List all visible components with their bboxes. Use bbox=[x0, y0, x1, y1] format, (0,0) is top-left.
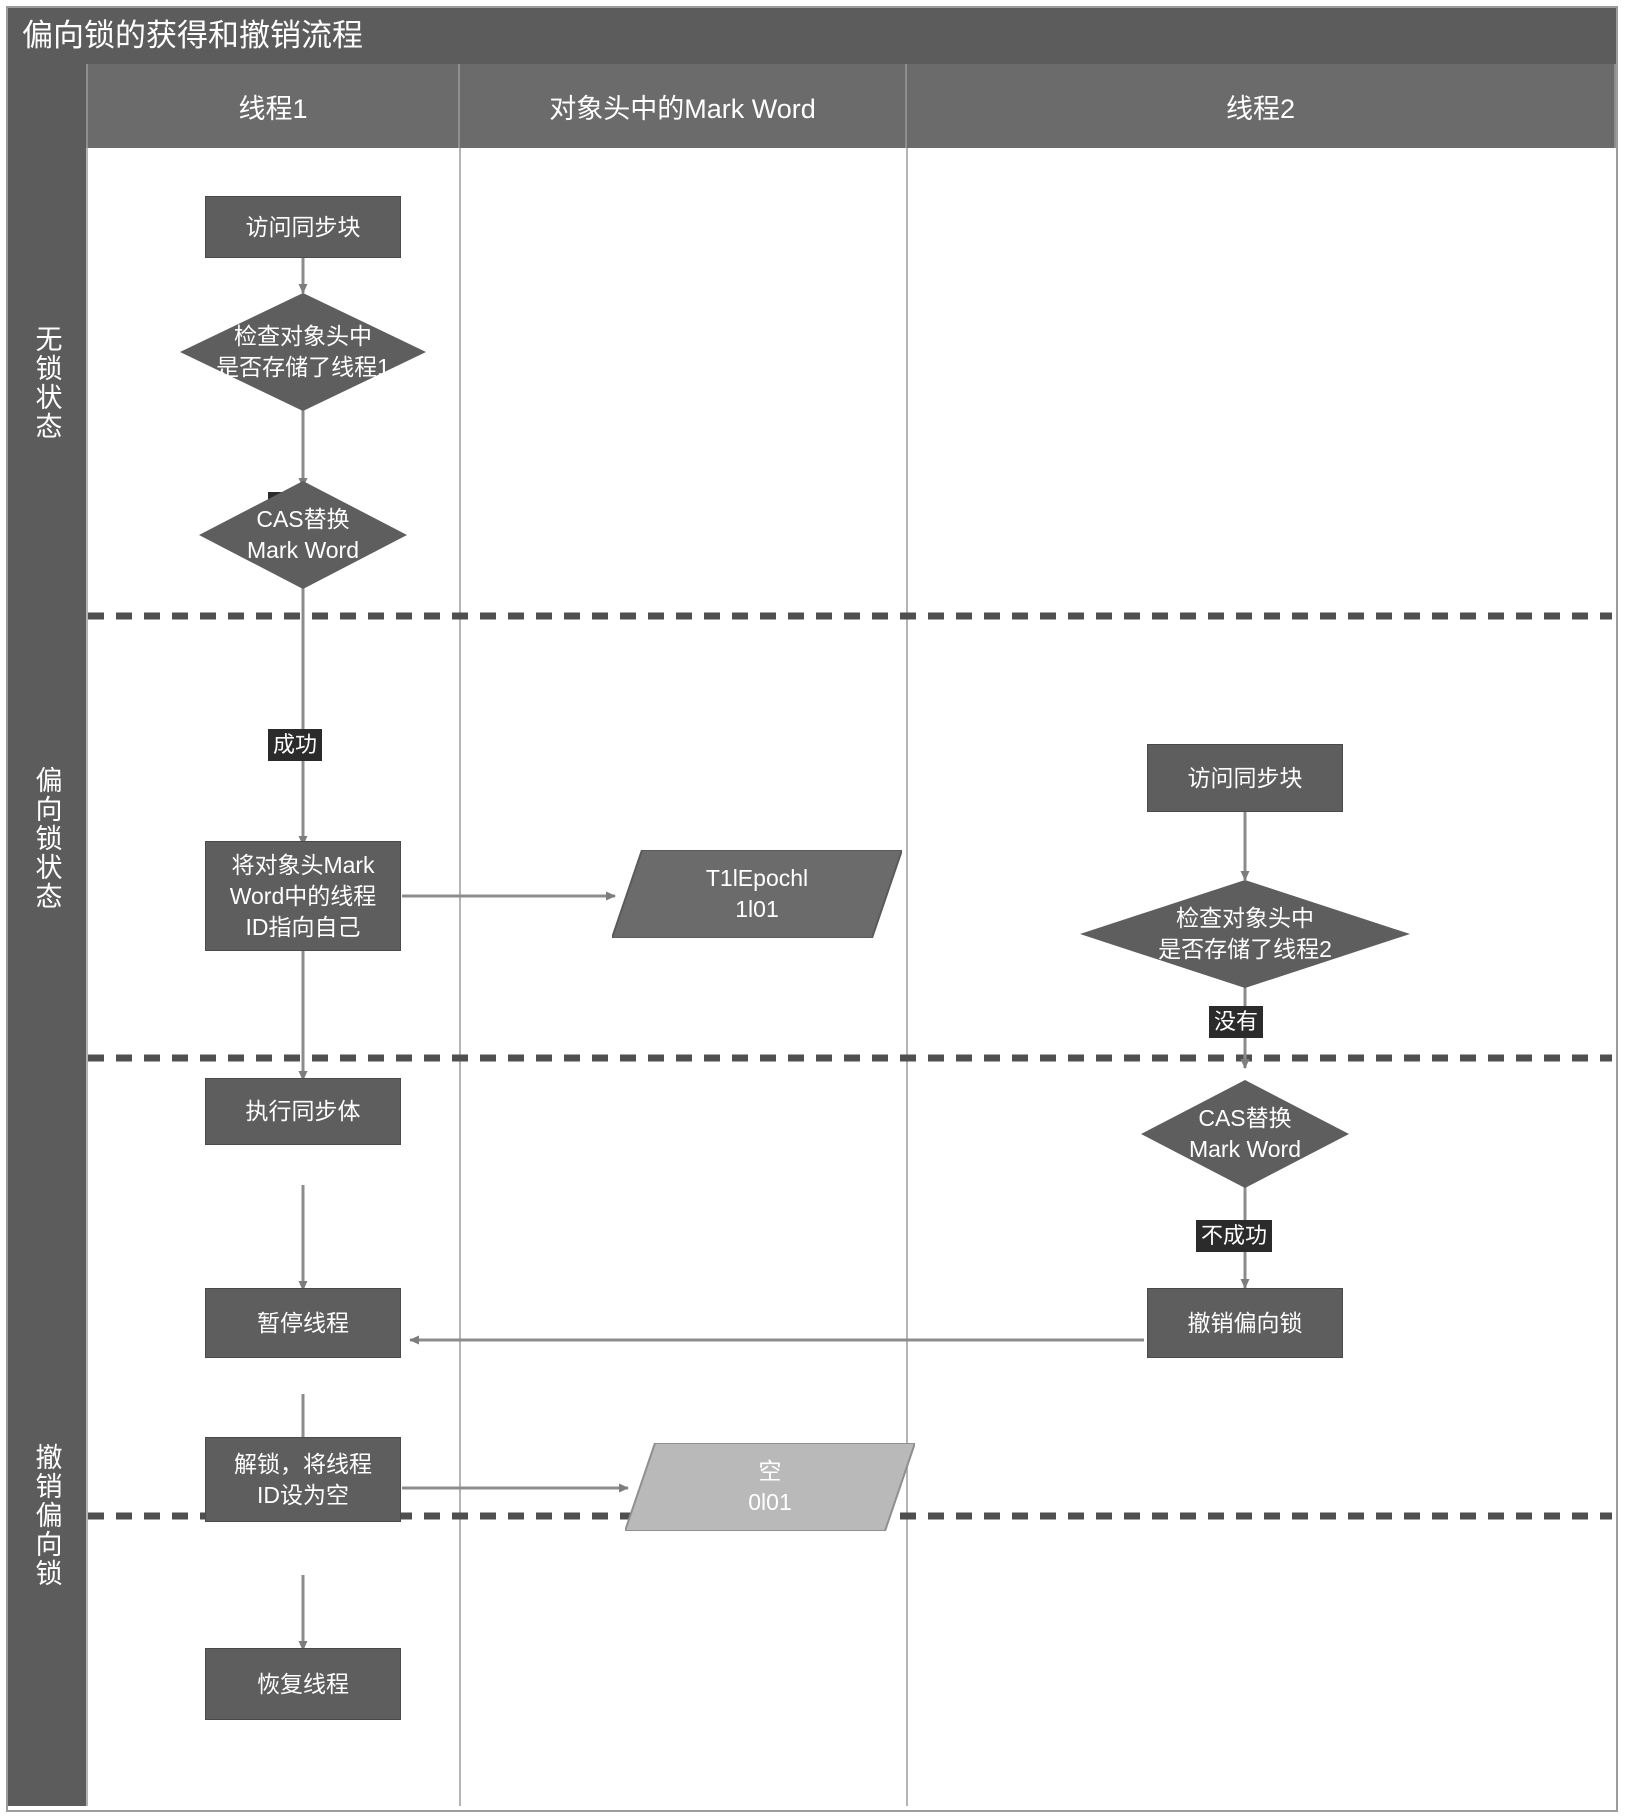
lane-header-thread1: 线程1 bbox=[86, 64, 460, 148]
node-t1-point-self-line1: 将对象头Mark bbox=[231, 851, 375, 878]
node-t1-point-self-line2: Word中的线程 bbox=[229, 882, 377, 909]
node-t2-revoke-bias: 撤销偏向锁 bbox=[1147, 1288, 1343, 1358]
node-t1-point-self-line3: ID指向自己 bbox=[245, 913, 361, 940]
node-t1-check-owner: 检查对象头中 是否存储了线程1 bbox=[180, 293, 426, 411]
node-t1-unlock-null: 解锁，将线程 ID设为空 bbox=[205, 1437, 401, 1522]
lane-separator-2 bbox=[906, 148, 908, 1806]
node-t1-resume: 恢复线程 bbox=[205, 1648, 401, 1720]
edge-label-t2-fail: 不成功 bbox=[1196, 1220, 1273, 1252]
node-t1-unlock-null-line1: 解锁，将线程 bbox=[234, 1450, 372, 1477]
phase-label-unlocked: 无锁状态 bbox=[31, 325, 62, 441]
diagram-title: 偏向锁的获得和撤销流程 bbox=[8, 8, 1616, 64]
phase-band bbox=[8, 64, 86, 1806]
lane-separator-left bbox=[86, 148, 88, 1806]
node-t1-cas: CAS替换 Mark Word bbox=[199, 481, 407, 589]
phase-label-revoke-bias: 撤销偏向锁 bbox=[31, 1442, 62, 1588]
lane-separator-1 bbox=[459, 148, 461, 1806]
node-t1-exec-body: 执行同步体 bbox=[205, 1078, 401, 1145]
lane-header-thread2: 线程2 bbox=[907, 64, 1616, 148]
phase-label-biased: 偏向锁状态 bbox=[31, 765, 62, 911]
node-t2-check-owner: 检查对象头中 是否存储了线程2 bbox=[1080, 880, 1410, 988]
node-t1-unlock-null-line2: ID设为空 bbox=[257, 1481, 349, 1508]
node-t1-enter-sync: 访问同步块 bbox=[205, 196, 401, 258]
lane-header-markword: 对象头中的Mark Word bbox=[460, 64, 907, 148]
node-t1-suspend: 暂停线程 bbox=[205, 1288, 401, 1358]
node-t2-enter-sync: 访问同步块 bbox=[1147, 744, 1343, 812]
edge-label-t2-no: 没有 bbox=[1209, 1006, 1264, 1038]
node-mw-biased: T1lEpochl 1l01 bbox=[612, 850, 902, 938]
node-t1-point-self: 将对象头Mark Word中的线程 ID指向自己 bbox=[205, 841, 401, 951]
node-mw-empty: 空 0l01 bbox=[625, 1443, 915, 1531]
node-t2-cas: CAS替换 Mark Word bbox=[1141, 1080, 1349, 1188]
edge-label-t1-success: 成功 bbox=[268, 729, 323, 761]
